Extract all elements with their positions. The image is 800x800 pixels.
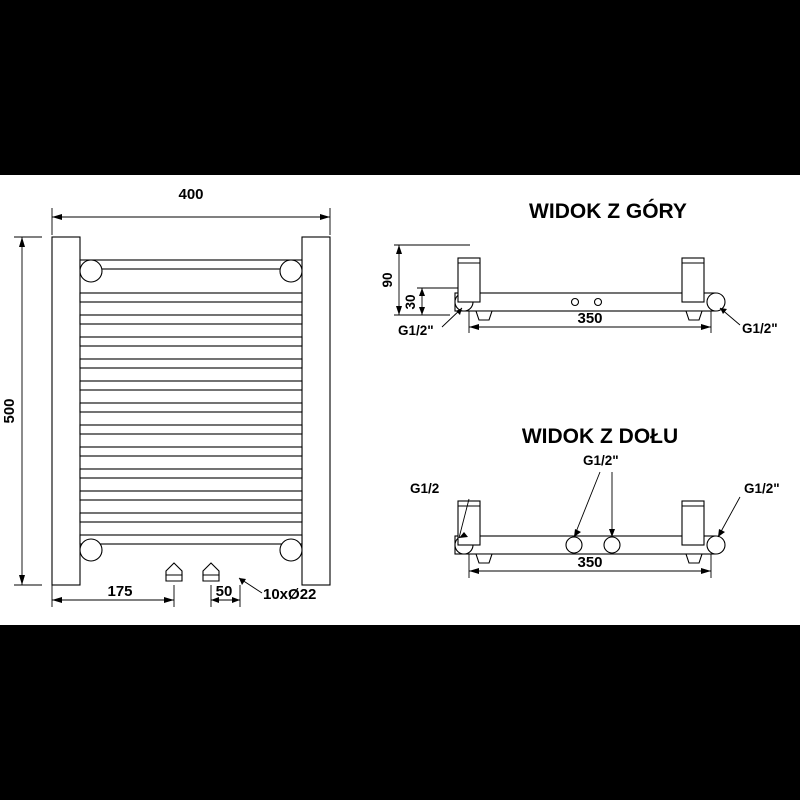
bottom-view-group: WIDOK Z DOŁU: [410, 425, 780, 578]
top-view-body: [454, 257, 726, 321]
bottom-connector-left-label: G1/2: [410, 481, 439, 496]
bottom-connector-right: G1/2": [717, 481, 780, 538]
front-height-label: 500: [1, 398, 18, 423]
top-view-title: WIDOK Z GÓRY: [529, 199, 687, 223]
bottom-span-label: 350: [577, 554, 602, 571]
hole-label: 10xØ22: [263, 586, 316, 603]
hole-callout: 10xØ22: [238, 577, 316, 603]
bottom-connector-right-label: G1/2": [744, 481, 780, 496]
bottom-connector-center: G1/2": [573, 453, 619, 538]
top-offset-label: 30: [403, 294, 418, 309]
top-connector-right-label: G1/2": [742, 321, 778, 336]
bottom-valve-fittings: [165, 562, 220, 582]
top-connector-left-label: G1/2": [398, 323, 434, 338]
bottom-connector-left: G1/2: [410, 481, 470, 539]
front-bracket-left-label: 175: [107, 583, 132, 600]
right-collector: [301, 236, 331, 586]
front-bottom-dimension-chain: 175 50: [51, 583, 241, 607]
bottom-span-dimension: 350: [468, 554, 712, 578]
front-width-dimension: 400: [51, 186, 331, 235]
front-height-dimension: 500: [1, 236, 42, 586]
ladder-rungs: [79, 259, 303, 545]
top-view-connector-labels: G1/2" G1/2": [398, 307, 778, 338]
top-offset-dimension: 30: [403, 287, 460, 315]
technical-drawing-area: 400 500: [0, 175, 800, 625]
front-bracket-right-label: 50: [216, 583, 233, 600]
front-view-group: 400 500: [1, 186, 331, 607]
left-collector: [51, 236, 81, 586]
top-view-group: WIDOK Z GÓRY 90 30: [380, 199, 778, 338]
technical-drawing-svg: 400 500: [1, 186, 780, 607]
front-width-label: 400: [178, 186, 203, 203]
corner-nodes: [79, 259, 303, 562]
top-span-dimension: 350: [468, 310, 712, 333]
top-depth-label: 90: [380, 272, 395, 287]
top-span-label: 350: [577, 310, 602, 327]
bottom-view-title: WIDOK Z DOŁU: [522, 425, 678, 448]
bottom-connector-center-label: G1/2": [583, 453, 619, 468]
